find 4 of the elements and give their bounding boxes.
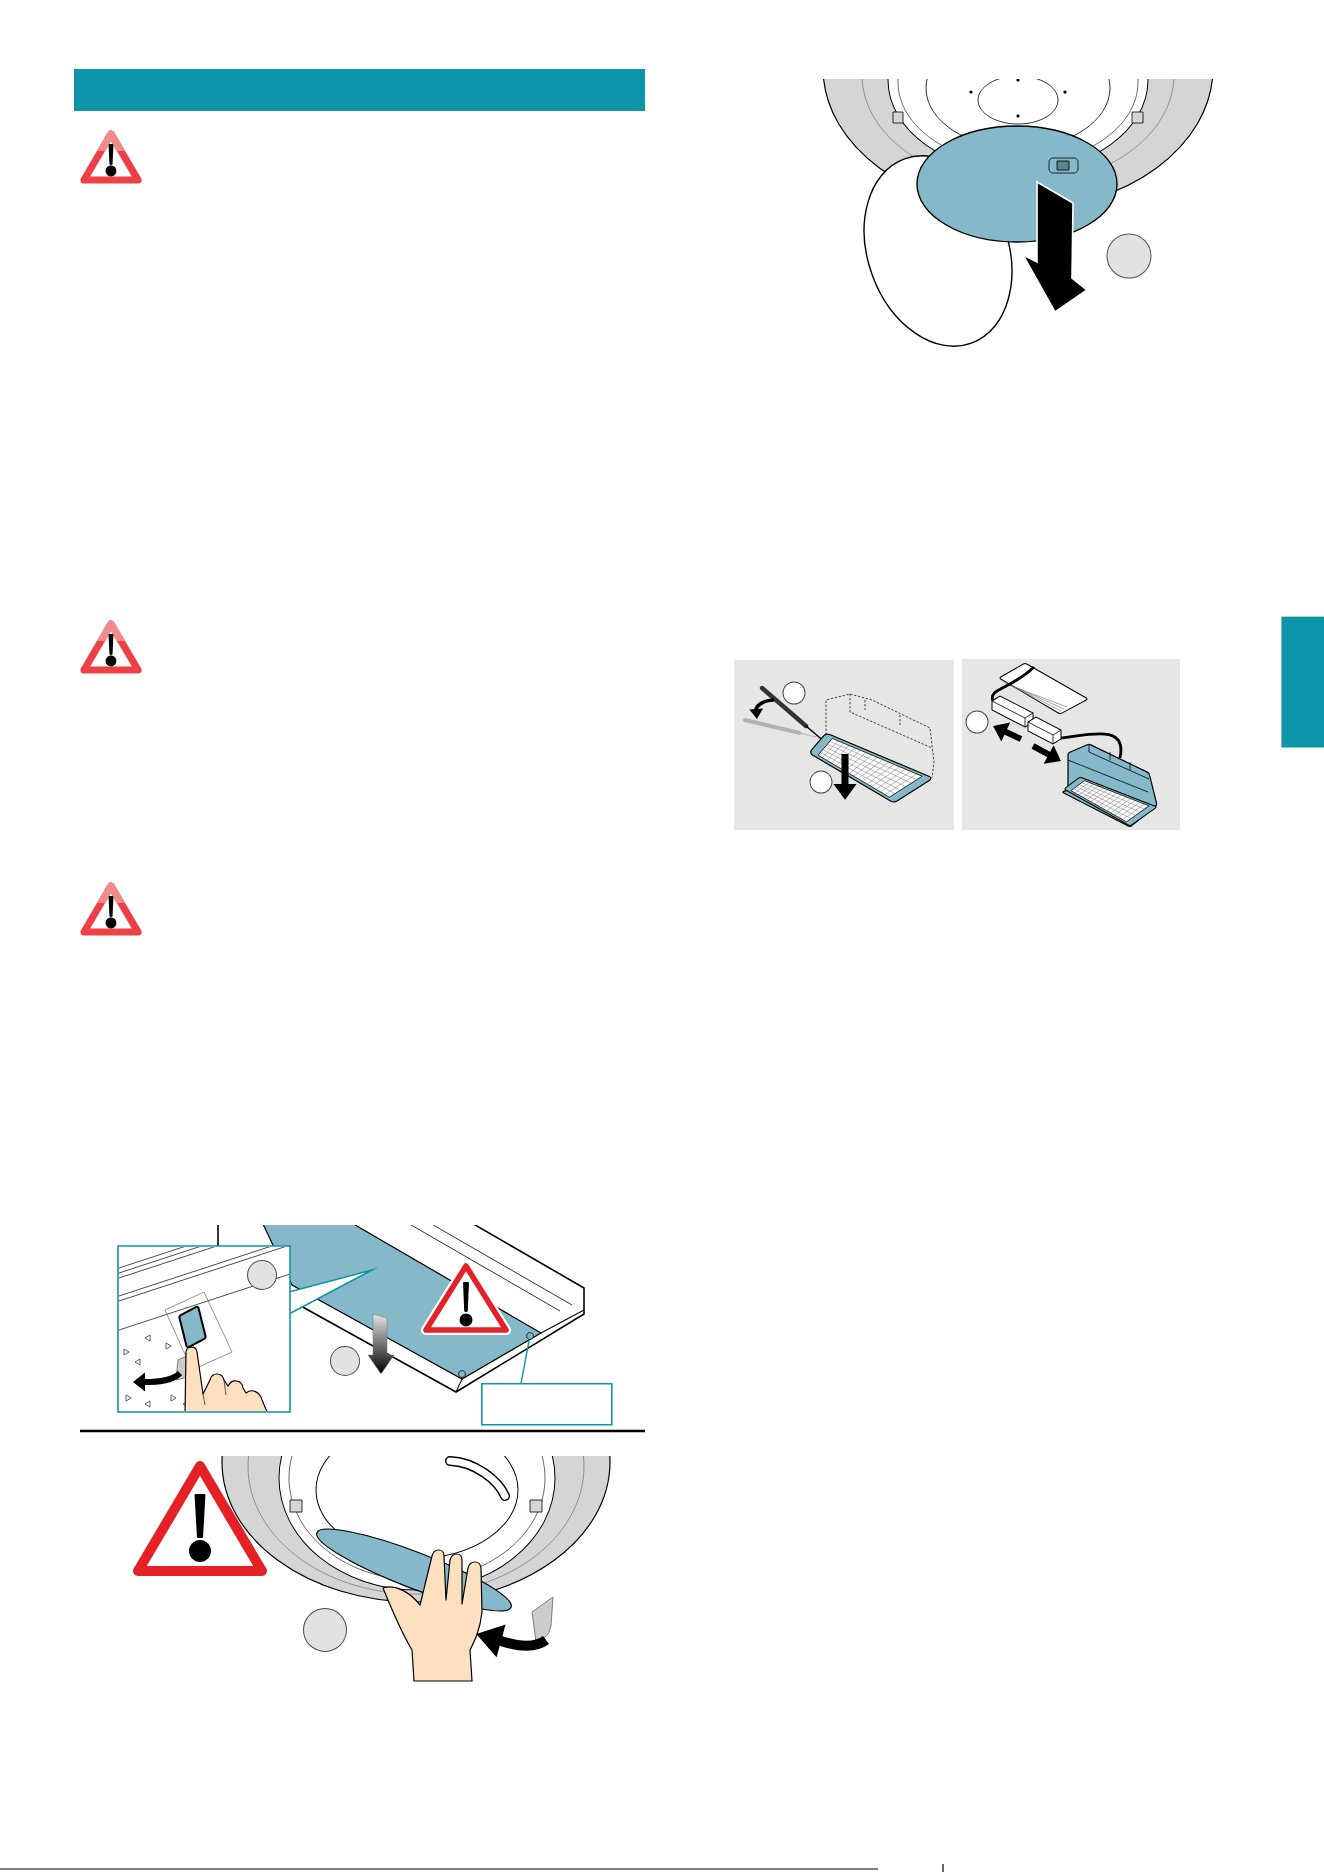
leader-line: [520, 1339, 530, 1384]
side-tab: [1281, 616, 1324, 748]
callout-box: [481, 1383, 613, 1426]
screw-hole: [526, 1332, 534, 1340]
